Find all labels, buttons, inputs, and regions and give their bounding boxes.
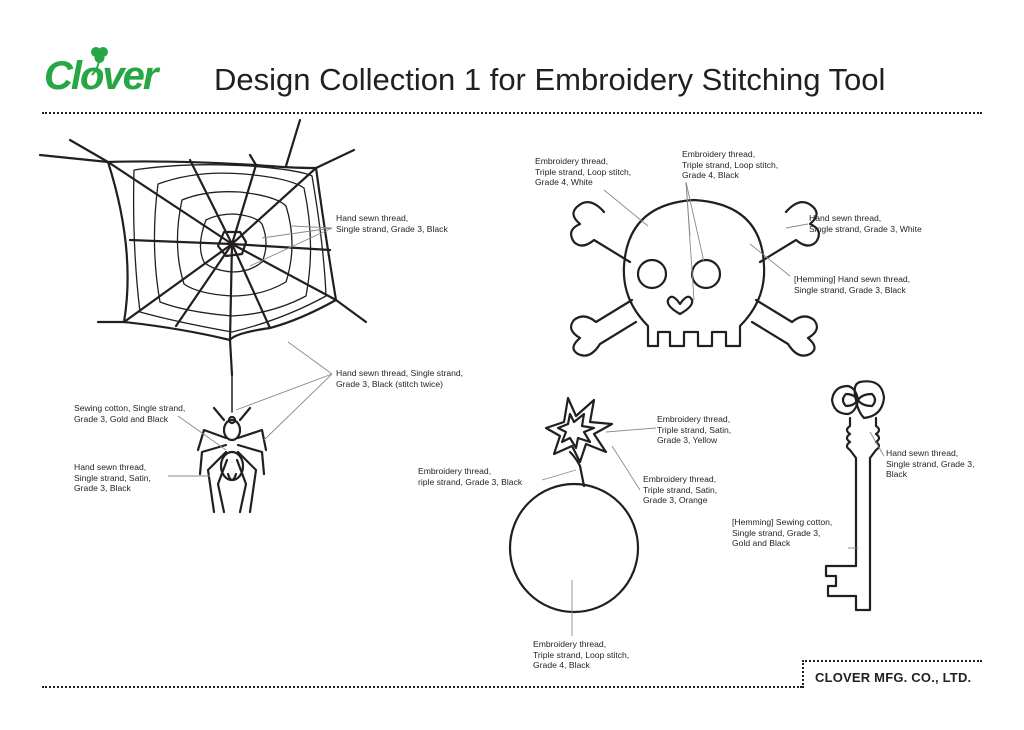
company-divider <box>802 660 982 662</box>
company-name: CLOVER MFG. CO., LTD. <box>815 670 972 685</box>
label-skull-white: Embroidery thread, Triple strand, Loop s… <box>535 156 632 188</box>
key <box>824 380 886 612</box>
clover-leaf-icon <box>91 47 108 76</box>
spider-web-spirals <box>132 164 327 333</box>
label-spider-satin: Hand sewn thread, Single strand, Satin, … <box>74 462 151 494</box>
company-divider-side <box>802 660 804 688</box>
bottom-divider <box>42 686 802 688</box>
spider-web <box>38 118 368 377</box>
spider <box>196 374 268 514</box>
bomb <box>508 396 640 614</box>
label-skull-black: Embroidery thread, Triple strand, Loop s… <box>682 149 779 181</box>
label-spider-gold: Sewing cotton, Single strand, Grade 3, G… <box>74 403 186 424</box>
label-bones-white: Hand sewn thread, Single strand, Grade 3… <box>809 213 922 234</box>
leader-lines <box>168 181 885 636</box>
label-fuse-black: Embroidery thread, riple strand, Grade 3… <box>418 466 523 487</box>
label-bones-hemming: [Hemming] Hand sewn thread, Single stran… <box>794 274 911 295</box>
clover-logo <box>91 47 108 76</box>
top-divider <box>42 112 982 114</box>
label-spark-yellow: Embroidery thread, Triple strand, Satin,… <box>657 414 732 446</box>
label-web-twice: Hand sewn thread, Single strand, Grade 3… <box>336 368 464 389</box>
page-title: Design Collection 1 for Embroidery Stitc… <box>214 62 886 97</box>
label-key-hemming: [Hemming] Sewing cotton, Single strand, … <box>732 517 833 549</box>
logo-wordmark: Clover <box>44 54 158 98</box>
label-bomb-black: Embroidery thread, Triple strand, Loop s… <box>533 639 630 671</box>
label-key-thread: Hand sewn thread, Single strand, Grade 3… <box>886 448 975 480</box>
label-web-thread: Hand sewn thread, Single strand, Grade 3… <box>336 213 448 234</box>
skull-and-crossbones <box>570 198 820 357</box>
label-spark-orange: Embroidery thread, Triple strand, Satin,… <box>643 474 718 506</box>
